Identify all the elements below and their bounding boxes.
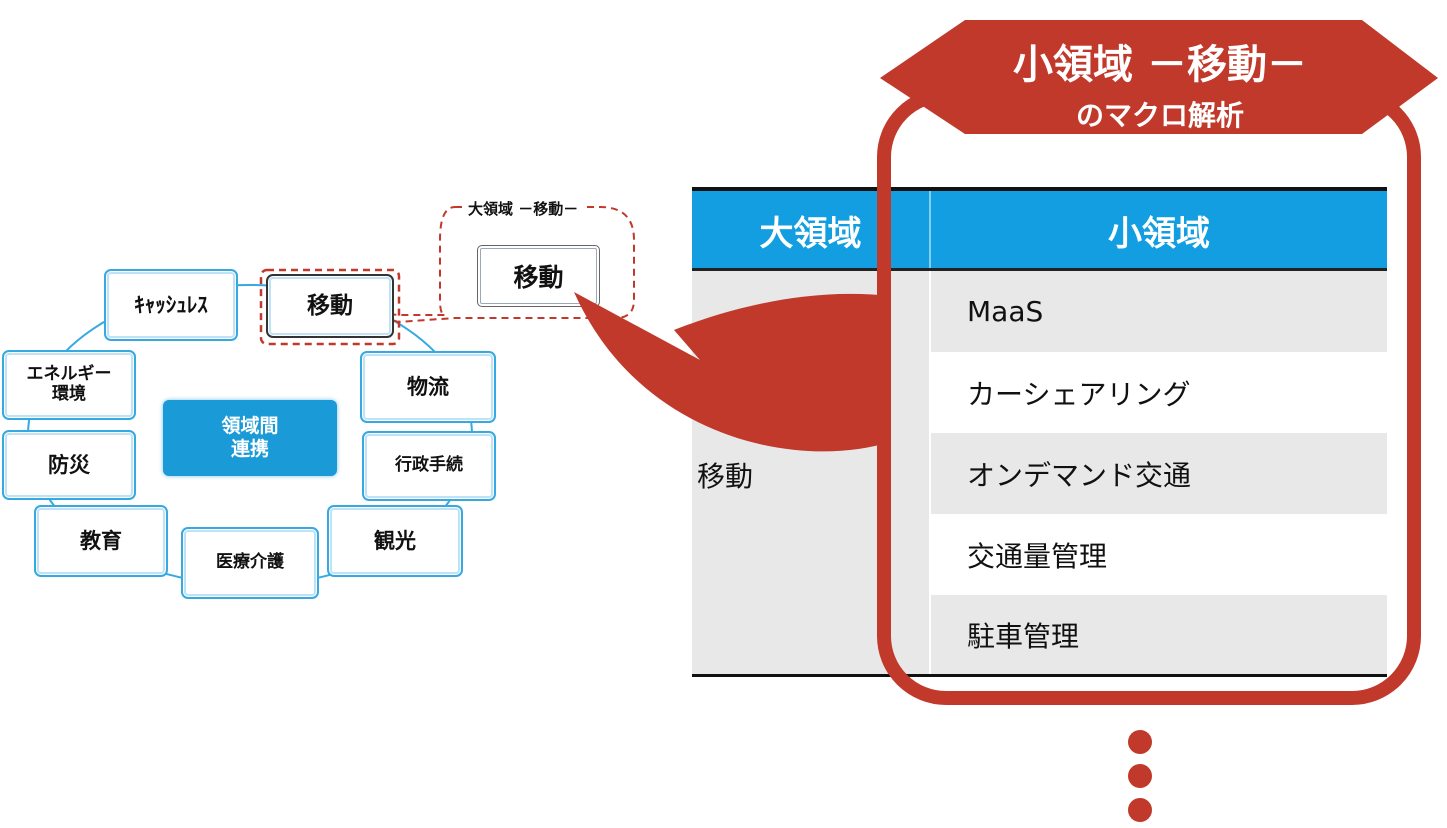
- curved-arrow: [574, 292, 890, 452]
- node-mobility: 移動: [266, 274, 394, 338]
- header-minor: 小領域: [1108, 214, 1210, 254]
- banner-shape: [880, 20, 1438, 134]
- bubble-node-mobility: 移動: [477, 245, 600, 307]
- ellipsis-dot: [1128, 730, 1152, 754]
- node-education: 教育: [34, 505, 168, 577]
- node-cashless: ｷｬｯｼｭﾚｽ: [104, 269, 238, 341]
- center-coordination-node: 領域間 連携: [163, 400, 337, 476]
- table-header-rule: [692, 268, 1387, 271]
- node-administration: 行政手続: [362, 431, 496, 501]
- major-cell: 移動: [697, 460, 754, 493]
- node-disaster: 防災: [2, 430, 136, 500]
- table-row: 交通量管理: [931, 514, 1387, 595]
- banner-title: 小領域 －移動－: [1013, 42, 1307, 88]
- table-header-divider: [929, 191, 931, 270]
- node-energy: エネルギー 環境: [2, 350, 136, 420]
- node-medical: 医療介護: [181, 527, 319, 599]
- banner-subtitle: のマクロ解析: [1075, 99, 1244, 132]
- table-row: MaaS: [931, 271, 1387, 352]
- node-tourism: 観光: [327, 505, 463, 577]
- table-row: カーシェアリング: [931, 352, 1387, 433]
- table-header: [692, 191, 1387, 270]
- ellipsis-dot: [1128, 764, 1152, 788]
- table-bottom-rule: [692, 674, 1387, 677]
- ellipsis-dot: [1128, 798, 1152, 822]
- table-row: 駐車管理: [931, 595, 1387, 674]
- highlight-box: [259, 268, 401, 346]
- bubble-label: 大領域 －移動－: [462, 198, 585, 219]
- header-major: 大領域: [759, 214, 862, 254]
- node-logistics: 物流: [360, 351, 496, 423]
- table-row: オンデマンド交通: [931, 433, 1387, 514]
- highlight-frame: [877, 88, 1421, 705]
- table-top-rule: [692, 187, 1387, 191]
